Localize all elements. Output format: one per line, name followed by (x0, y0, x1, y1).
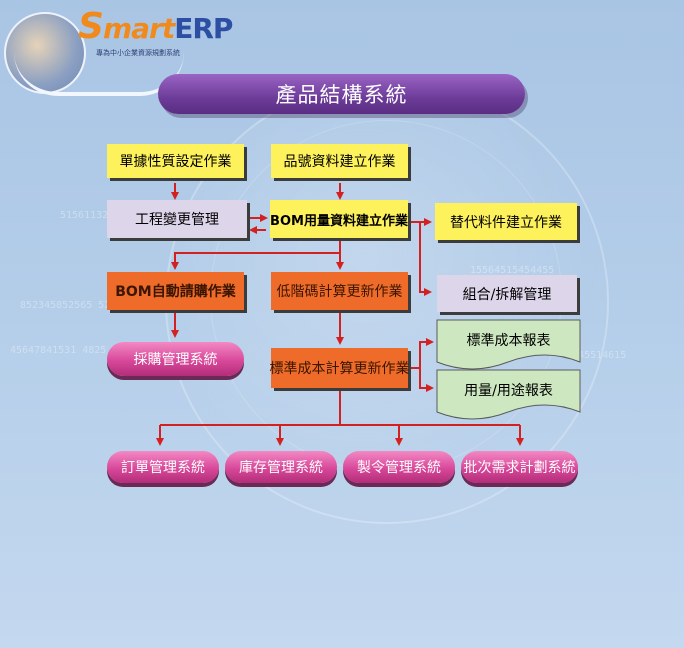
background-number-texture: 45647841531 4825 (10, 345, 107, 356)
node-bom-auto-request[interactable]: BOM自動請購作業 (107, 272, 244, 310)
logo-tagline: 專為中小企業資源規劃系統 (96, 49, 180, 57)
title-banner: 產品結構系統 (158, 74, 525, 114)
node-low-level-code-update[interactable]: 低階碼計算更新作業 (271, 272, 408, 310)
system-purchasing[interactable]: 採購管理系統 (107, 342, 244, 376)
connector (419, 368, 434, 392)
system-production-order[interactable]: 製令管理系統 (343, 451, 455, 483)
node-unit-property-setup[interactable]: 單據性質設定作業 (107, 144, 244, 178)
page-title: 產品結構系統 (275, 83, 408, 107)
node-standard-cost-update[interactable]: 標準成本計算更新作業 (270, 348, 410, 388)
node-item-data-setup[interactable]: 品號資料建立作業 (271, 144, 408, 178)
system-order-management[interactable]: 訂單管理系統 (107, 451, 219, 483)
node-assembly-disassembly[interactable]: 組合/拆解管理 (437, 275, 577, 312)
node-substitute-parts[interactable]: 替代料件建立作業 (435, 203, 577, 240)
connector (171, 240, 341, 270)
node-engineering-change[interactable]: 工程變更管理 (107, 200, 247, 238)
smarterp-logo: SmartERP 專為中小企業資源規劃系統 (4, 4, 233, 99)
logo-wordmark: SmartERP (78, 6, 233, 47)
connector (419, 222, 432, 296)
background-number-texture: 48845514615 (560, 350, 627, 361)
logo-swoosh (14, 52, 184, 96)
report-doc-shape (436, 319, 581, 370)
system-inventory-management[interactable]: 庫存管理系統 (225, 451, 337, 483)
node-bom-data-setup[interactable]: BOM用量資料建立作業 (270, 200, 408, 238)
report-standard-cost[interactable]: 標準成本報表 (466, 333, 551, 349)
background-number-texture: 15564515454455 (470, 265, 555, 276)
report-doc-shape (436, 369, 581, 420)
system-batch-mrp[interactable]: 批次需求計劃系統 (461, 451, 578, 483)
background-number-texture: 852345852565 5218265456 (20, 300, 159, 311)
connector (410, 338, 434, 369)
report-usage[interactable]: 用量/用途報表 (464, 383, 553, 399)
